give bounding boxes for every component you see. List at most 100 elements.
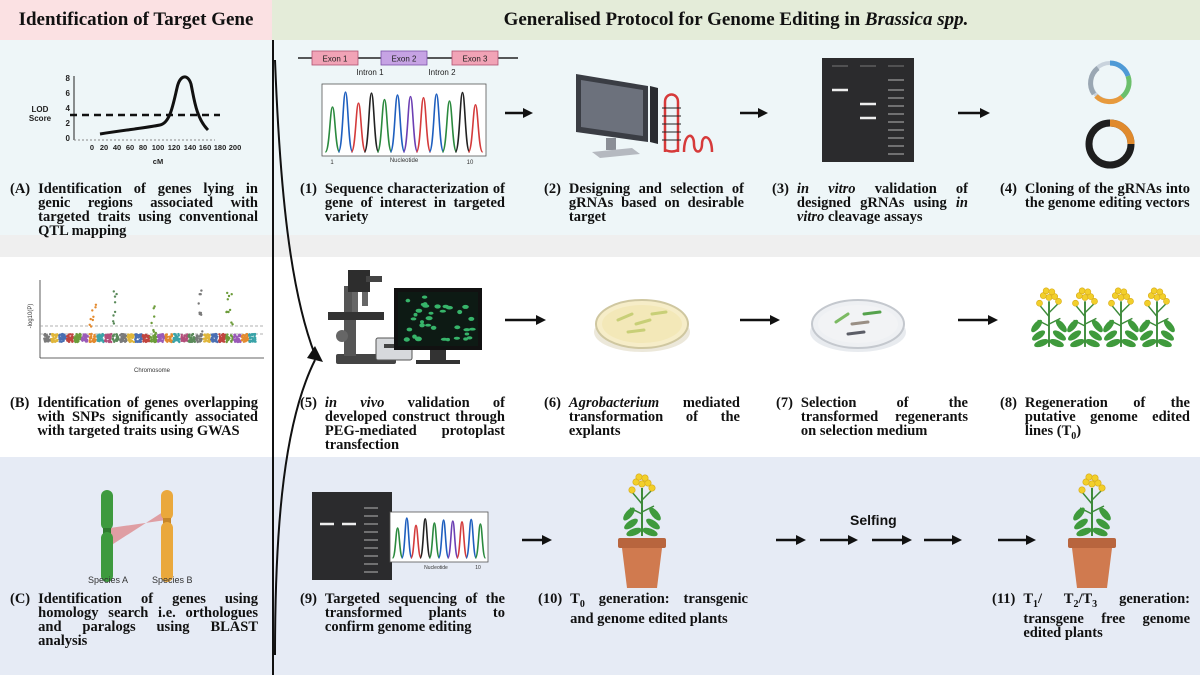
snp-point [196,337,199,340]
snp-point [94,338,98,341]
snp-point [197,302,200,305]
snp-point [60,340,63,343]
snp-point [161,334,164,337]
snp-point [153,315,156,318]
computer-grna-icon [576,74,714,158]
step-6-caption: (6) Agrobacterium mediated transformatio… [544,395,740,439]
snp-point [58,333,62,336]
snp-point [157,333,161,337]
sequence-chromatogram-2: Nucleotide 10 [389,511,489,571]
snp-point [253,336,257,339]
caption-a: (A) Identification of genes lying in gen… [10,181,258,239]
regenerated-plants [1031,287,1175,348]
exon-1-label: Exon 1 [323,55,348,64]
snp-point [227,337,230,340]
snp-point [234,334,237,337]
snp-point [59,336,62,339]
snp-point [201,330,204,333]
snp-point [216,340,219,343]
lod-ytick-4: 4 [66,104,71,113]
snp-point [124,338,128,341]
snp-point [115,292,118,296]
snp-point [107,340,111,344]
header-target-gene: Identification of Target Gene [0,0,272,40]
snp-point [203,340,206,343]
pot-body [1072,548,1112,588]
snp-point [88,323,91,326]
lod-xtick: 100 [152,143,165,152]
step-10-caption: (10) T0 generation: transgenic and genom… [538,591,748,627]
snp-point [126,336,129,339]
snp-point [53,334,57,337]
chromatogram-peak [456,521,468,559]
snp-point [198,340,202,343]
chromatogram-peak [465,518,478,559]
snp-point [230,321,233,324]
intron-1-label: Intron 1 [356,68,384,77]
snp-point [80,337,84,340]
arrow-selfing-5 [998,535,1036,545]
protoplast-cell [403,337,410,342]
snp-point [157,340,160,343]
protoplast-cell [453,336,460,340]
step-3-caption: (3) in vitro validation of designed gRNA… [772,181,968,225]
snp-point [145,340,148,343]
lod-ytick-8: 8 [66,74,71,83]
chromatogram-peak [350,102,367,153]
snp-point [190,334,193,337]
lod-xtick: 200 [229,143,242,152]
snp-point [187,334,190,337]
header-protocol: Generalised Protocol for Genome Editing … [272,0,1200,40]
snp-point [199,311,203,315]
snp-point [114,339,117,342]
arrow-step-3-4 [958,108,990,118]
snp-point [166,340,169,343]
snp-point [136,340,140,344]
snp-point [150,339,153,342]
step-2-caption: (2) Designing and selection of gRNAs bas… [544,181,744,225]
snp-point [180,333,183,337]
snp-point [85,340,89,343]
snp-point [169,337,172,340]
lod-score-chart: LOD Score 8 6 4 2 0 0 20 40 60 80 100 12… [29,74,242,166]
snp-point [124,339,128,343]
chromatogram-peak [454,91,471,153]
snp-point [54,337,57,340]
chromatogram-peak [446,520,459,559]
intron-2-label: Intron 2 [428,68,456,77]
snp-point [237,334,240,338]
species-a-label: Species A [88,575,129,585]
protoplast-cell [419,323,425,328]
exon-2 [380,50,428,66]
snp-point [134,337,137,340]
snp-point [236,339,239,343]
snp-point [231,323,234,326]
snp-point [61,332,64,336]
chrom-tick-1: 1 [330,160,334,166]
arrow-step-6-7 [740,315,780,325]
snp-point [186,333,189,336]
protoplast-cell [462,304,469,309]
chromatogram-peak [428,522,441,559]
microscope-monitor-icon [328,270,482,364]
snp-point [61,337,64,340]
brassica-plant [1103,287,1139,348]
snp-point [69,333,72,336]
arrow-selfing-2 [820,535,858,545]
snp-point [85,335,89,338]
chromatogram-peak [474,523,487,559]
chromosome-species-a [101,490,113,582]
lod-xtick: 0 [90,143,94,152]
snp-point [152,340,155,343]
snp-point [45,337,49,340]
chromatogram-peak [441,100,458,153]
step-1-caption: (1) Sequence characterization of gene of… [300,181,505,225]
snp-point [48,333,52,336]
brassica-plant [1031,287,1067,348]
protoplast-cell [425,323,432,327]
snp-point [142,334,146,337]
snp-point [149,336,153,339]
protoplast-cell [415,308,423,313]
snp-point [158,337,161,340]
snp-point [203,333,206,336]
